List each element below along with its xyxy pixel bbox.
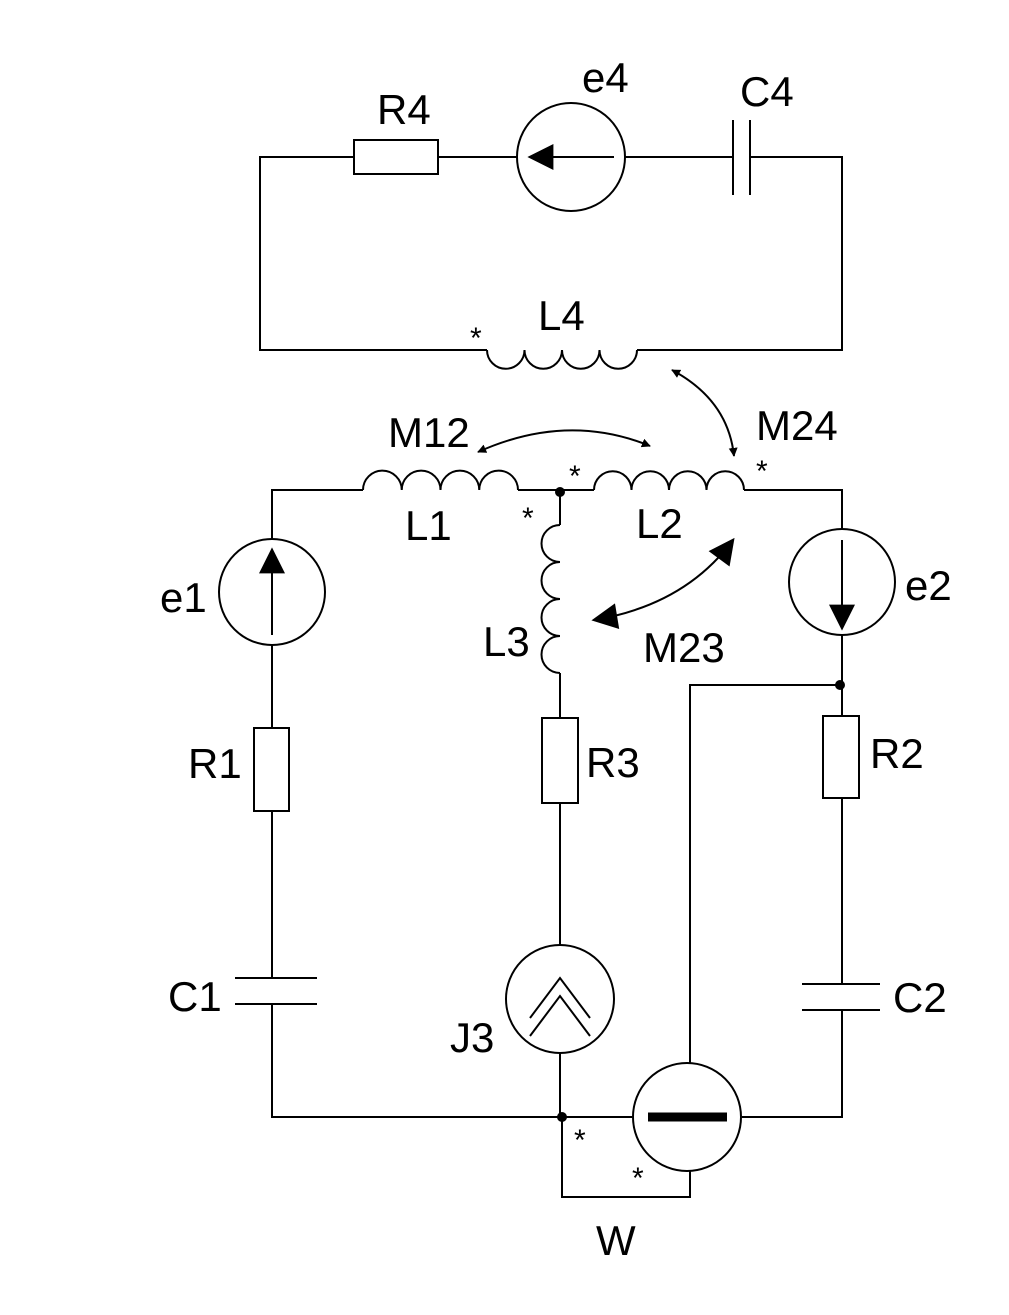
label-m23: M23 bbox=[643, 624, 725, 671]
upper-loop-wires bbox=[259, 156, 843, 351]
capacitor-c2 bbox=[802, 983, 880, 1011]
label-m24: M24 bbox=[756, 402, 838, 449]
polarity-mark-l3: * bbox=[522, 502, 534, 535]
label-c1: C1 bbox=[168, 973, 222, 1020]
capacitor-c1 bbox=[235, 977, 317, 1005]
polarity-mark-l2-left: * bbox=[569, 460, 581, 493]
inductor-l3 bbox=[540, 524, 561, 674]
label-l1: L1 bbox=[405, 502, 452, 549]
label-r3: R3 bbox=[586, 739, 640, 786]
polarity-mark-l2-right: * bbox=[756, 455, 768, 488]
label-j3: J3 bbox=[450, 1014, 494, 1061]
capacitor-c4 bbox=[732, 120, 751, 195]
arrow-m12 bbox=[477, 429, 651, 453]
voltage-source-e2 bbox=[788, 528, 896, 636]
wattmeter-w bbox=[632, 1062, 742, 1172]
label-c4: C4 bbox=[740, 68, 794, 115]
current-source-j3 bbox=[505, 944, 615, 1054]
label-c2: C2 bbox=[893, 974, 947, 1021]
label-m12: M12 bbox=[388, 409, 470, 456]
label-e4: e4 bbox=[582, 54, 629, 101]
inductor-l1 bbox=[362, 469, 519, 491]
label-r2: R2 bbox=[870, 730, 924, 777]
label-l3: L3 bbox=[483, 618, 530, 665]
voltage-source-e4 bbox=[516, 102, 626, 212]
label-l2: L2 bbox=[636, 500, 683, 547]
label-e2: e2 bbox=[905, 562, 952, 609]
voltage-source-e1 bbox=[218, 538, 326, 646]
resistor-r2 bbox=[822, 715, 860, 799]
label-r1: R1 bbox=[188, 740, 242, 787]
polarity-mark-w-current: * bbox=[574, 1124, 586, 1157]
arrow-m23 bbox=[591, 537, 735, 630]
arrow-m24 bbox=[671, 369, 738, 457]
node-dot bbox=[555, 487, 565, 497]
node-dot bbox=[557, 1112, 567, 1122]
lower-circuit-wires bbox=[271, 489, 843, 1198]
polarity-mark-l4: * bbox=[470, 322, 482, 355]
node-dot bbox=[835, 680, 845, 690]
label-w: W bbox=[596, 1217, 636, 1264]
resistor-r3 bbox=[541, 717, 579, 804]
inductor-l4 bbox=[486, 349, 638, 370]
polarity-mark-w-voltage: * bbox=[632, 1162, 644, 1195]
inductor-l2 bbox=[593, 470, 745, 491]
resistor-r1 bbox=[253, 727, 290, 812]
label-r4: R4 bbox=[377, 86, 431, 133]
label-e1: e1 bbox=[160, 574, 207, 621]
resistor-r4 bbox=[353, 139, 439, 175]
label-l4: L4 bbox=[538, 292, 585, 339]
